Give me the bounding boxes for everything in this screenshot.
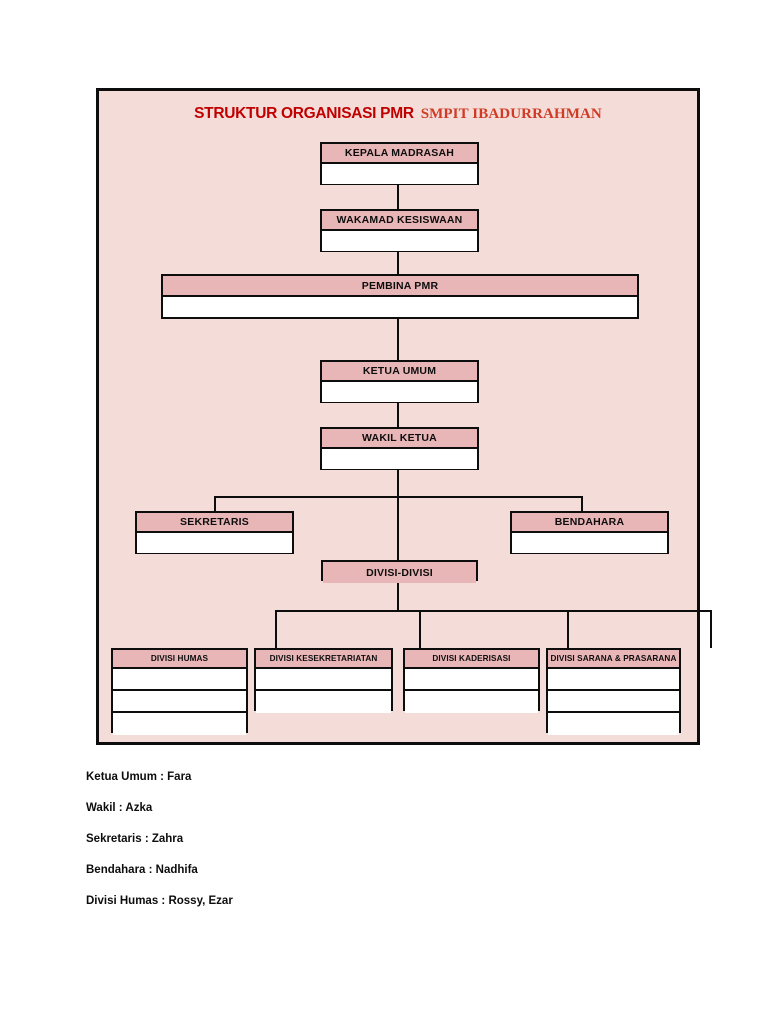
node-wakamad-kesiswaan[interactable]: WAKAMAD KESISWAAN <box>320 209 479 252</box>
node-bendahara-label: BENDAHARA <box>512 513 667 533</box>
connector-division-bus <box>275 610 712 612</box>
connector-wakamad-to-pembina <box>397 250 399 274</box>
connector-bus-to-bendahara <box>581 496 583 512</box>
node-bendahara[interactable]: BENDAHARA <box>510 511 669 554</box>
chart-title-sub: SMPIT IBADURRAHMAN <box>420 106 602 122</box>
node-wakamad-kesiswaan-name <box>322 231 477 251</box>
list-item: Sekretaris : Zahra <box>86 833 184 845</box>
node-divisi-humas[interactable]: DIVISI HUMAS <box>111 648 248 735</box>
node-kepala-madrasah-label: KEPALA MADRASAH <box>322 144 477 164</box>
node-divisi-sarana-prasarana-member-3 <box>548 713 679 735</box>
connector-bus-to-sekretaris <box>214 496 216 512</box>
node-wakil-ketua-label: WAKIL KETUA <box>322 429 477 449</box>
list-item: Divisi Humas : Rossy, Ezar <box>86 895 233 907</box>
node-pembina-pmr[interactable]: PEMBINA PMR <box>161 274 639 319</box>
org-chart-container: STRUKTUR ORGANISASI PMR SMPIT IBADURRAHMA… <box>96 88 712 745</box>
node-divisi-kesekretariatan-member-1 <box>256 669 391 691</box>
node-divisi-kesekretariatan[interactable]: DIVISI KESEKRETARIATAN <box>254 648 393 713</box>
node-kepala-madrasah[interactable]: KEPALA MADRASAH <box>320 142 479 185</box>
connector-bus-to-kesekretariatan <box>419 610 421 648</box>
connector-kepala-to-wakamad <box>397 183 399 210</box>
node-ketua-umum-label: KETUA UMUM <box>322 362 477 382</box>
node-divisi-kesekretariatan-member-2 <box>256 691 391 713</box>
node-pembina-pmr-name <box>163 297 637 317</box>
connector-pembina-to-ketua <box>397 317 399 361</box>
connector-bus-to-sarana <box>710 610 712 648</box>
node-divisi-kaderisasi-label: DIVISI KADERISASI <box>405 650 538 669</box>
node-divisi-kesekretariatan-label: DIVISI KESEKRETARIATAN <box>256 650 391 669</box>
node-divisi-humas-member-2 <box>113 691 246 713</box>
node-divisi-kaderisasi-member-2 <box>405 691 538 713</box>
node-kepala-madrasah-name <box>322 164 477 184</box>
node-divisi-humas-member-3 <box>113 713 246 735</box>
chart-title: STRUKTUR ORGANISASI PMR SMPIT IBADURRAHMA… <box>99 105 697 123</box>
node-divisi-kaderisasi-member-1 <box>405 669 538 691</box>
node-divisi-humas-member-1 <box>113 669 246 691</box>
list-item: Bendahara : Nadhifa <box>86 864 198 876</box>
roster-list: Ketua Umum : Fara Wakil : Azka Sekretari… <box>86 762 686 917</box>
connector-wakil-stem <box>397 468 399 496</box>
list-item: Wakil : Azka <box>86 802 153 814</box>
node-divisi-humas-label: DIVISI HUMAS <box>113 650 246 669</box>
node-bendahara-name <box>512 533 667 553</box>
list-item: Ketua Umum : Fara <box>86 771 192 783</box>
connector-divisi-divisi-stem <box>397 581 399 610</box>
connector-bus-to-kaderisasi <box>567 610 569 648</box>
node-sekretaris-name <box>137 533 292 553</box>
node-divisi-sarana-prasarana-label: DIVISI SARANA & PRASARANA <box>548 650 679 669</box>
node-divisi-sarana-prasarana-member-1 <box>548 669 679 691</box>
node-divisi-sarana-prasarana[interactable]: DIVISI SARANA & PRASARANA <box>546 648 681 735</box>
connector-bus-to-divisi-divisi <box>397 496 399 560</box>
chart-title-main: STRUKTUR ORGANISASI PMR <box>194 105 414 122</box>
node-divisi-sarana-prasarana-member-2 <box>548 691 679 713</box>
connector-ketua-to-wakil <box>397 401 399 428</box>
connector-bus-to-humas <box>275 610 277 648</box>
node-wakil-ketua[interactable]: WAKIL KETUA <box>320 427 479 470</box>
node-wakamad-kesiswaan-label: WAKAMAD KESISWAAN <box>322 211 477 231</box>
node-divisi-divisi[interactable]: DIVISI-DIVISI <box>321 560 478 583</box>
node-pembina-pmr-label: PEMBINA PMR <box>163 276 637 297</box>
node-ketua-umum[interactable]: KETUA UMUM <box>320 360 479 403</box>
node-ketua-umum-name <box>322 382 477 402</box>
node-divisi-kaderisasi[interactable]: DIVISI KADERISASI <box>403 648 540 713</box>
node-sekretaris[interactable]: SEKRETARIS <box>135 511 294 554</box>
node-wakil-ketua-name <box>322 449 477 469</box>
node-divisi-divisi-label: DIVISI-DIVISI <box>323 562 476 583</box>
node-sekretaris-label: SEKRETARIS <box>137 513 292 533</box>
